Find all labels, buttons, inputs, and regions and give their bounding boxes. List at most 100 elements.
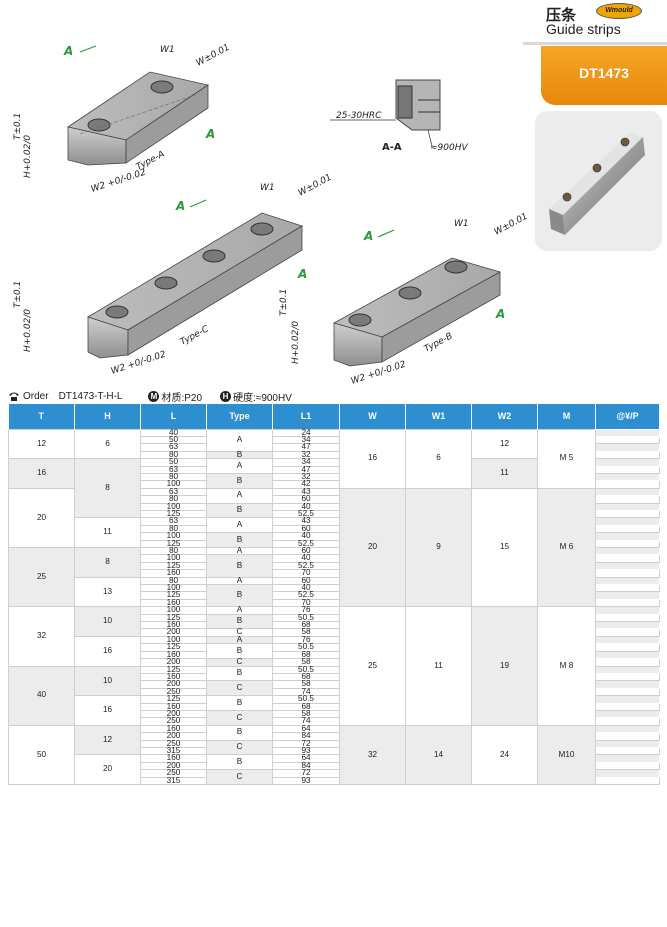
col-l1: L1: [272, 404, 340, 429]
m-cell: M 8: [537, 606, 596, 726]
col-w: W: [339, 404, 406, 429]
type-cell: B: [206, 472, 273, 489]
type-cell: B: [206, 695, 273, 711]
type-cell: C: [206, 769, 273, 785]
price-cell: [595, 495, 660, 504]
type-cell: C: [206, 739, 273, 756]
price-cell: [595, 687, 660, 697]
l-cell: 63: [140, 442, 207, 452]
hardness-text: 硬度:≈900HV: [233, 393, 292, 404]
price-cell: [595, 732, 660, 741]
h-tol-b: H+0.02/0: [291, 321, 301, 364]
w1-cell: 11: [405, 606, 472, 726]
type-cell: B: [206, 450, 273, 460]
t-cell: 50: [8, 724, 75, 786]
type-cell: A: [206, 605, 273, 615]
type-cell: A: [206, 428, 273, 452]
h-cell: 16: [74, 635, 141, 667]
hrc-label: 25-30HRC: [336, 111, 382, 121]
type-cell: B: [206, 613, 273, 630]
w1-cell: 14: [405, 724, 472, 786]
type-cell: A: [206, 487, 273, 504]
w2-cell: 11: [471, 458, 538, 489]
l1-cell: 34: [272, 457, 340, 467]
hv-label: ≈900HV: [430, 143, 468, 153]
h-cell: 8: [74, 458, 141, 519]
w1-cell: 9: [405, 487, 472, 608]
material-text: 材质:P20: [161, 393, 203, 404]
price-cell: [595, 613, 660, 623]
phone-icon: [9, 392, 19, 401]
m-cell: M10: [537, 724, 596, 786]
l-cell: 80: [140, 494, 207, 504]
hardness-icon: H: [220, 391, 232, 402]
l1-cell: 60: [272, 494, 340, 504]
price-cell: [595, 472, 660, 482]
h-cell: 16: [74, 695, 141, 726]
material-icon: M: [148, 391, 160, 402]
price-cell: [595, 761, 660, 771]
price-cell: [595, 517, 660, 526]
price-cell: [595, 598, 660, 608]
h-tol-a: H+0.02/0: [23, 135, 33, 178]
price-cell: [595, 435, 660, 445]
l1-cell: 42: [272, 480, 340, 489]
price-cell: [595, 628, 660, 637]
t-cell: 25: [8, 546, 75, 608]
price-cell: [595, 717, 660, 726]
price-cell: [595, 776, 660, 786]
arrow-a-label-2: A: [205, 127, 215, 141]
price-cell: [595, 554, 660, 563]
h-cell: 10: [74, 606, 141, 637]
type-cell: A: [206, 576, 273, 586]
arrow-a-label: A: [63, 44, 73, 58]
type-cell: A: [206, 458, 273, 474]
w2-cell: 24: [471, 724, 538, 786]
price-cell: [595, 524, 660, 534]
h-cell: 13: [74, 576, 141, 608]
arrow-a-label-6: A: [495, 307, 505, 321]
price-cell: [595, 709, 660, 719]
type-cell: A: [206, 546, 273, 556]
h-cell: 6: [74, 428, 141, 460]
order-line: Order DT1473-T-H-L M 材质:P20 H 硬度:≈900HV: [8, 389, 292, 404]
page-title-en: Guide strips: [546, 21, 621, 37]
col-w2: W2: [471, 404, 538, 429]
price-cell: [595, 621, 660, 630]
w-tol-a: W±0.01: [195, 43, 232, 69]
price-cell: [595, 658, 660, 667]
l1-cell: 40: [272, 502, 340, 511]
l1-cell: 47: [272, 465, 340, 474]
price-cell: [595, 546, 660, 556]
price-cell: [595, 584, 660, 593]
type-cell: C: [206, 709, 273, 726]
l-cell: 63: [140, 465, 207, 474]
w1-c: W1: [260, 183, 275, 193]
l1-cell: 32: [272, 472, 340, 482]
price-cell: [595, 769, 660, 778]
type-cell: B: [206, 665, 273, 682]
price-cell: [595, 591, 660, 600]
type-c-block: [87, 212, 303, 359]
l1-cell: 32: [272, 450, 340, 460]
brand-logo: Wmould: [596, 3, 642, 19]
